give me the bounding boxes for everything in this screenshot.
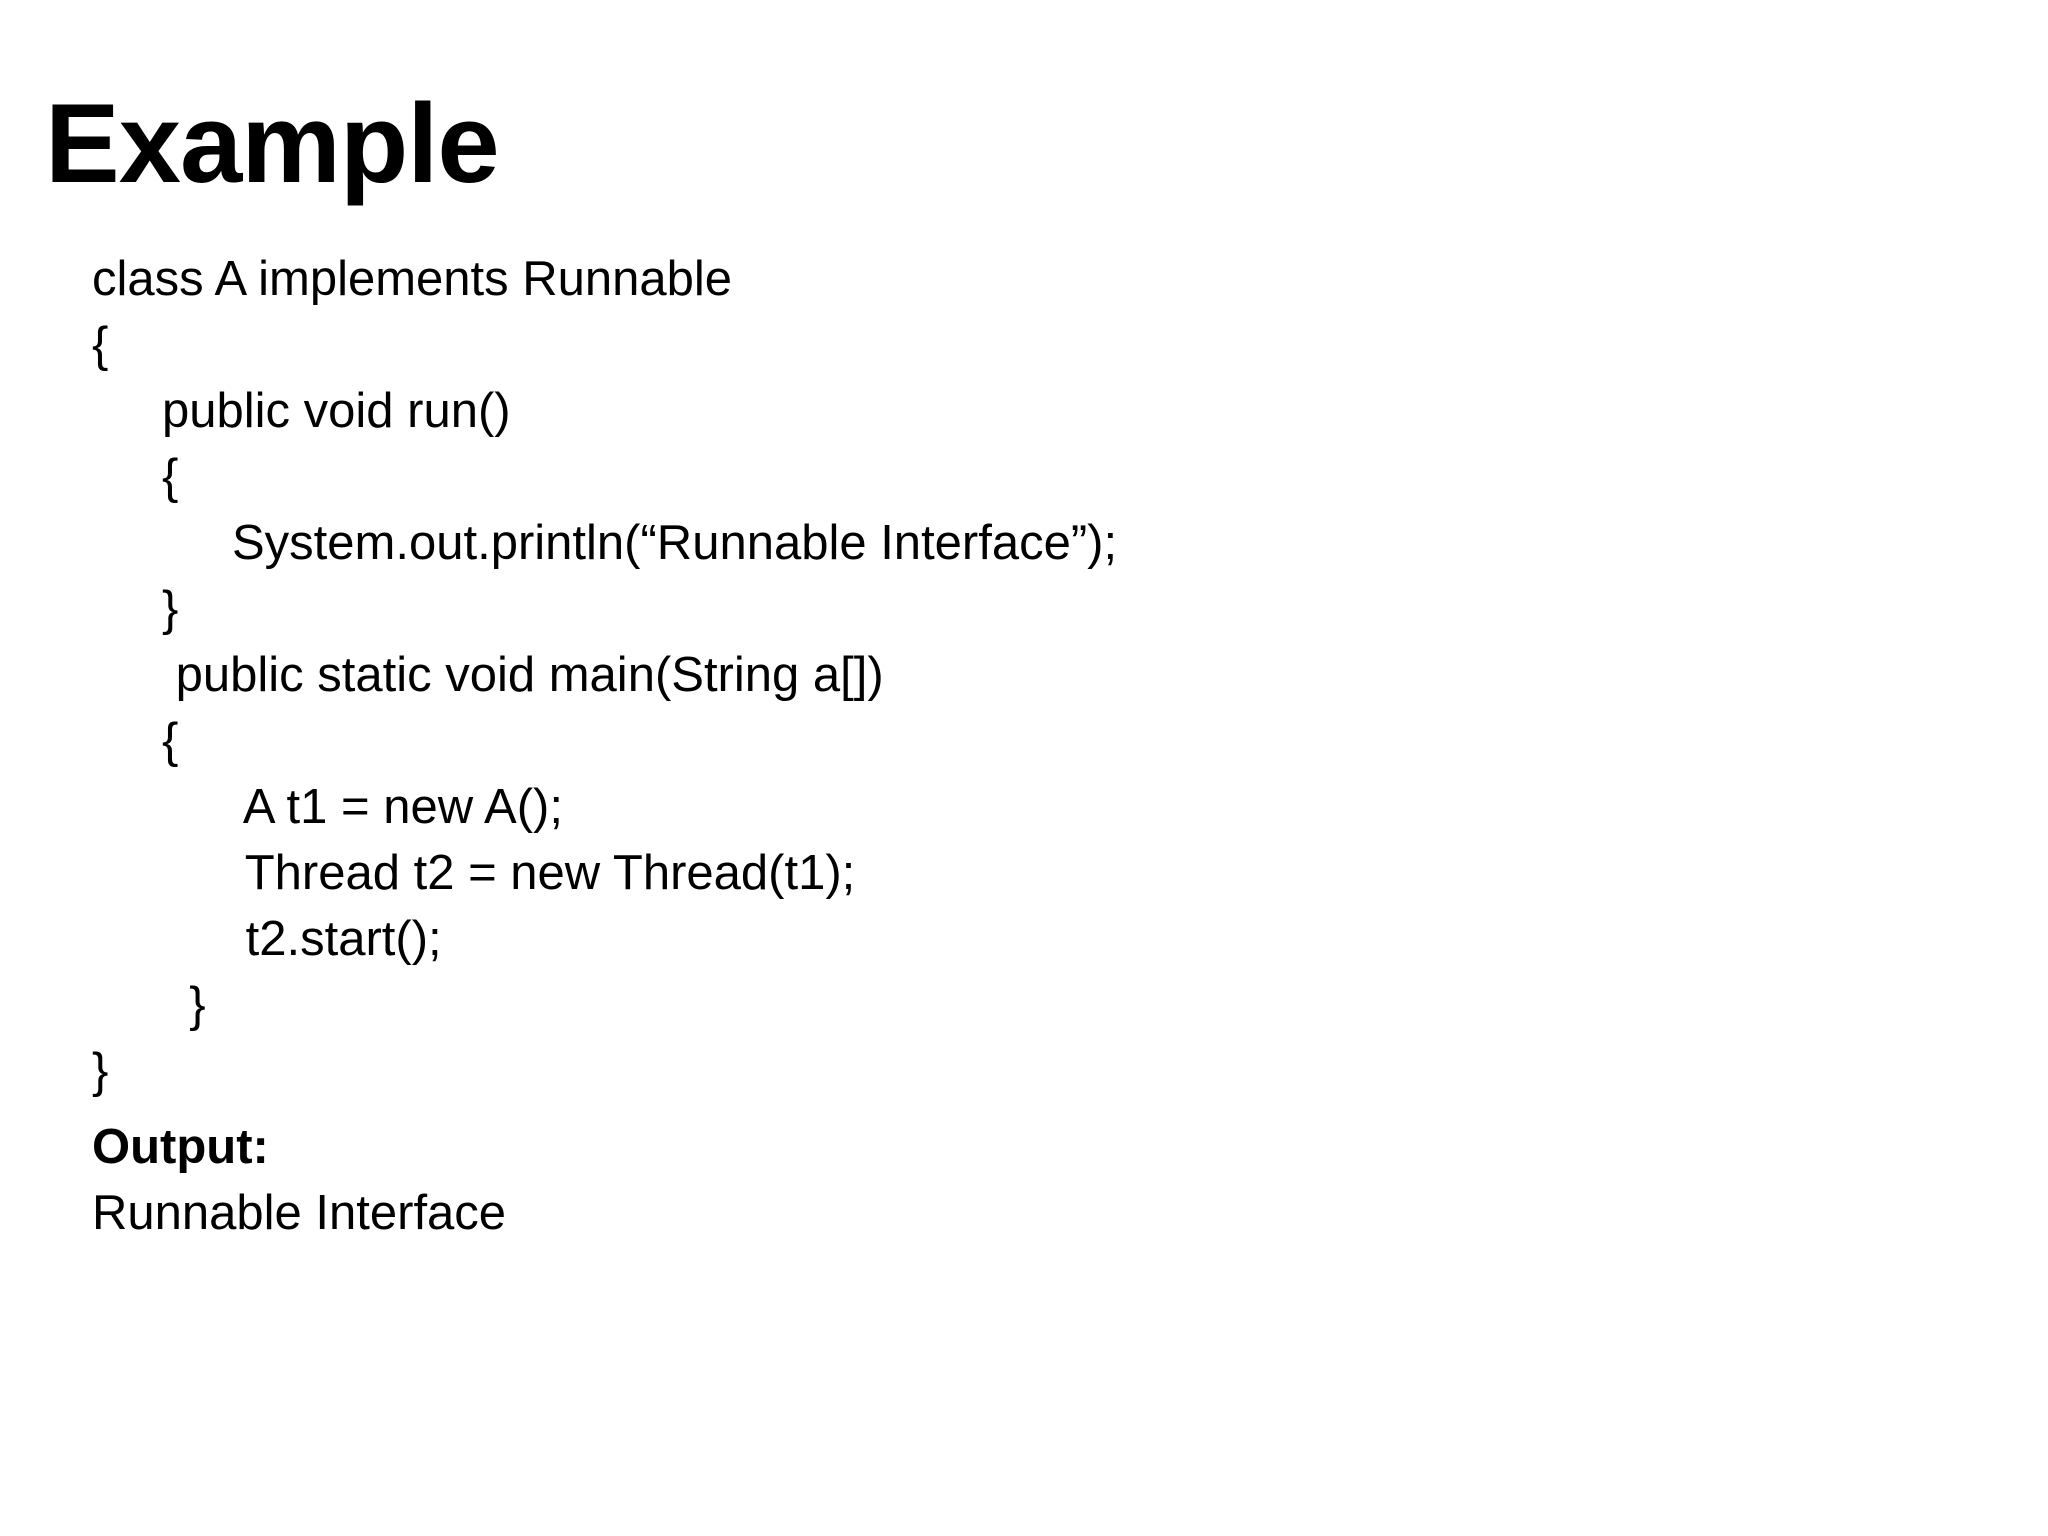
code-block: class A implements Runnable { public void … [0, 246, 2048, 1104]
code-line: { [0, 312, 2048, 378]
code-line-text: public void run() [162, 384, 511, 438]
code-line: } [0, 1038, 2048, 1104]
code-line-text: { [92, 318, 109, 372]
output-value: Runnable Interface [92, 1186, 507, 1240]
code-line-text: public static void main(String a[]) [162, 648, 884, 702]
output-label: Output: [92, 1120, 269, 1174]
code-line: } [0, 576, 2048, 642]
code-line-text: } [92, 1044, 109, 1098]
code-line: t2.start(); [0, 906, 2048, 972]
code-line-text: class A implements Runnable [92, 252, 733, 306]
code-line-text: } [162, 582, 179, 636]
page-title: Example [45, 81, 500, 206]
code-line-text: } [162, 978, 206, 1032]
code-line: public void run() [0, 378, 2048, 444]
code-line-text: Thread t2 = new Thread(t1); [232, 846, 856, 900]
code-line: System.out.println(“Runnable Interface”)… [0, 510, 2048, 576]
code-line: { [0, 708, 2048, 774]
code-line-text: A t1 = new A(); [232, 780, 563, 834]
code-line-text: System.out.println(“Runnable Interface”)… [232, 516, 1118, 570]
code-line: A t1 = new A(); [0, 774, 2048, 840]
code-line: Thread t2 = new Thread(t1); [0, 840, 2048, 906]
code-line-text: { [162, 714, 179, 768]
code-line: } [0, 972, 2048, 1038]
output-section: Output: Runnable Interface [0, 1114, 2048, 1246]
code-line-text: { [162, 450, 179, 504]
code-line-text: t2.start(); [232, 912, 442, 966]
code-line: class A implements Runnable [0, 246, 2048, 312]
code-line: { [0, 444, 2048, 510]
code-line: public static void main(String a[]) [0, 642, 2048, 708]
